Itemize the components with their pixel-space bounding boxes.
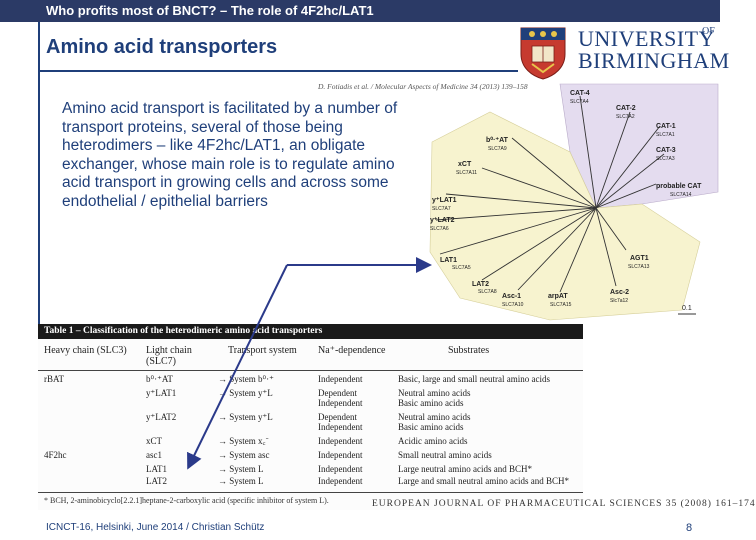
slide-body-text: Amino acid transport is facilitated by a… (62, 100, 398, 210)
table-cell: Large neutral amino acids and BCH* (398, 464, 533, 474)
table-cell: → System y⁺L (218, 412, 273, 422)
table-title: Table 1 – Classification of the heterodi… (38, 324, 583, 339)
table-cell: y⁺LAT1 (146, 388, 177, 398)
tree-label-b0at: b⁰·⁺AT (486, 136, 509, 144)
table-header-na: Na⁺-dependence (318, 345, 386, 356)
table-cell: b⁰·⁺AT (146, 374, 173, 384)
phylogenetic-tree-figure: CAT-4 SLC7A4 CAT-2 SLC7A2 CAT-1 SLC7A1 C… (429, 83, 719, 321)
table-cell: Dependent (318, 388, 357, 398)
tree-label-cat3: CAT-3 (656, 147, 676, 154)
university-logo: UNIVERSITY OF BIRMINGHAM (518, 26, 729, 80)
table-cell: y⁺LAT2 (146, 412, 177, 422)
table-header-system: Transport system (228, 345, 297, 356)
tree-gene-b0at: SLC7A9 (488, 146, 507, 152)
table-cell: Basic amino acids (398, 398, 464, 408)
tree-gene-lat2: SLC7A8 (478, 289, 497, 295)
table-header-light: Light chain (SLC7) (146, 345, 192, 367)
tree-label-cat2: CAT-2 (616, 105, 636, 112)
table-cell: rBAT (44, 374, 64, 384)
table-cell: Neutral amino acids (398, 388, 471, 398)
table-cell: Large and small neutral amino acids and … (398, 476, 570, 486)
tree-gene-cat1: SLC7A1 (656, 132, 675, 138)
table-cell: Dependent (318, 412, 357, 422)
footer-text: ICNCT-16, Helsinki, June 2014 / Christia… (46, 522, 265, 533)
figure-citation: D. Fotiadis et al. / Molecular Aspects o… (318, 82, 528, 91)
table-bottom-rule (38, 492, 583, 493)
table-cell: → System L (218, 464, 264, 474)
title-rule (40, 70, 518, 72)
table-cell: Independent (318, 450, 363, 460)
tree-gene-cat4: SLC7A4 (570, 99, 589, 105)
table-cell: Independent (318, 464, 363, 474)
tree-gene-ylat2: SLC7A6 (430, 226, 449, 232)
table-cell: asc1 (146, 450, 162, 460)
table-cell: → System L (218, 476, 264, 486)
tree-label-cat4: CAT-4 (570, 90, 590, 97)
tree-label-asc2: Asc-2 (610, 289, 629, 296)
table-cell: Basic amino acids (398, 422, 464, 432)
logo-line-1: UNIVERSITY (578, 26, 715, 51)
table-cell: 4F2hc (44, 450, 67, 460)
tree-label-ylat1: y⁺LAT1 (432, 197, 457, 204)
tree-label-cat1: CAT-1 (656, 123, 676, 130)
tree-label-lat2: LAT2 (472, 281, 489, 288)
left-accent-line (38, 22, 40, 407)
table-footnote: * BCH, 2-aminobicyclo[2.2.1]heptane-2-ca… (44, 496, 329, 505)
page-number: 8 (686, 522, 693, 534)
crest-icon (520, 27, 566, 80)
tree-gene-ylat1: SLC7A7 (432, 206, 451, 212)
tree-gene-asc1: SLC7A10 (502, 302, 524, 308)
scale-label: 0.1 (682, 305, 692, 312)
tree-gene-lat1: SLC7A5 (452, 265, 471, 271)
table-cell: → System y⁺L (218, 388, 273, 398)
tree-gene-agt1: SLC7A13 (628, 264, 650, 270)
header-title: Who profits most of BNCT? – The role of … (46, 3, 374, 18)
tree-label-lat1: LAT1 (440, 257, 457, 264)
tree-gene-xct: SLC7A11 (456, 170, 477, 176)
tree-gene-cat3: SLC7A3 (656, 156, 675, 162)
table-header: Heavy chain (SLC3) Light chain (SLC7) Tr… (38, 342, 583, 371)
header-bar: Who profits most of BNCT? – The role of … (0, 0, 720, 22)
tree-label-arpat: arpAT (548, 293, 568, 300)
table-cell: → System x꜀⁻ (218, 436, 269, 446)
table-cell: Independent (318, 398, 363, 408)
table-cell: Neutral amino acids (398, 412, 471, 422)
tree-label-agt1: AGT1 (630, 255, 649, 262)
table-header-substrates: Substrates (448, 345, 490, 356)
table-cell: Basic, large and small neutral amino aci… (398, 374, 551, 384)
table-cell: Small neutral amino acids (398, 450, 492, 460)
table-cell: Acidic amino acids (398, 436, 468, 446)
table-cell: Independent (318, 422, 363, 432)
table-cell: Independent (318, 476, 363, 486)
transporter-table: Table 1 – Classification of the heterodi… (38, 324, 583, 510)
tree-gene-asc2: Slc7a12 (610, 298, 628, 304)
tree-label-ylat2: y⁺LAT2 (430, 217, 455, 224)
table-cell: → System b⁰·⁺ (218, 374, 274, 384)
logo-line-2: BIRMINGHAM (578, 48, 730, 73)
table-cell: Independent (318, 374, 363, 384)
tree-gene-arpat: SLC7A15 (550, 302, 572, 308)
table-cell: LAT1 (146, 464, 167, 474)
tree-label-xct: xCT (458, 161, 472, 168)
tree-gene-cat2: SLC7A2 (616, 114, 635, 120)
tree-label-asc1: Asc-1 (502, 293, 521, 300)
table-cell: LAT2 (146, 476, 167, 486)
tree-label-probable-cat: probable CAT (656, 183, 702, 190)
table-cell: → System asc (218, 450, 270, 460)
table-cell: Independent (318, 436, 363, 446)
tree-gene-probable-cat: SLC7A14 (670, 192, 692, 198)
journal-reference: EUROPEAN JOURNAL OF PHARMACEUTICAL SCIEN… (372, 499, 756, 509)
slide-title: Amino acid transporters (46, 36, 278, 58)
logo-of: OF (702, 26, 715, 37)
table-cell: xCT (146, 436, 163, 446)
table-header-heavy: Heavy chain (SLC3) (44, 345, 127, 356)
